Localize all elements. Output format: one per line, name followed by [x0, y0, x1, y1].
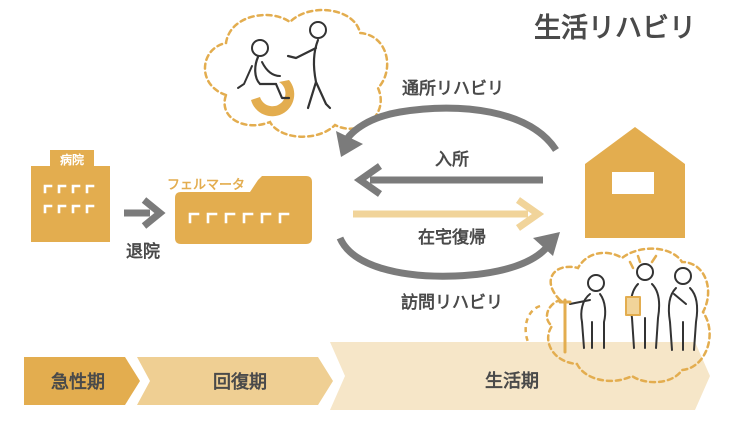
- home-visit-cloud: [524, 247, 711, 384]
- outpatient-rehab-label: 通所リハビリ: [402, 79, 504, 99]
- return-home-arrow: [353, 197, 545, 231]
- outpatient-rehab-arrow: [336, 104, 559, 157]
- house-icon: [585, 127, 685, 238]
- admission-arrow: [353, 163, 543, 197]
- return-home-label: 在宅復帰: [418, 227, 486, 248]
- home-visit-rehab-label: 訪問リハビリ: [401, 292, 503, 313]
- felmata-label: フェルマータ: [167, 178, 245, 193]
- outpatient-cloud: [203, 8, 389, 138]
- discharge-label: 退院: [126, 241, 160, 262]
- phase-3-arrow: [330, 342, 710, 410]
- phase-3-label: 生活期: [485, 370, 539, 392]
- wheelchair-user-icon: [237, 39, 295, 117]
- phase-1-label: 急性期: [51, 371, 105, 393]
- phase-2-arrow: [137, 357, 333, 405]
- felmata-facility-icon: フェルマータ: [167, 176, 312, 244]
- hospital-label: 病院: [60, 152, 84, 167]
- caregiver-icon: [286, 21, 332, 110]
- phase-2-label: 回復期: [213, 371, 267, 393]
- phase-band: 急性期 回復期 生活期: [24, 342, 710, 410]
- discharge-arrow: [124, 197, 166, 229]
- home-visit-staff-icon: [558, 254, 699, 354]
- admission-label: 入所: [435, 150, 469, 170]
- phase-1-arrow: [24, 357, 140, 405]
- hospital-building-icon: 病院: [31, 150, 110, 242]
- diagram-title: 生活リハビリ: [534, 13, 696, 44]
- home-visit-rehab-arrow: [336, 232, 560, 280]
